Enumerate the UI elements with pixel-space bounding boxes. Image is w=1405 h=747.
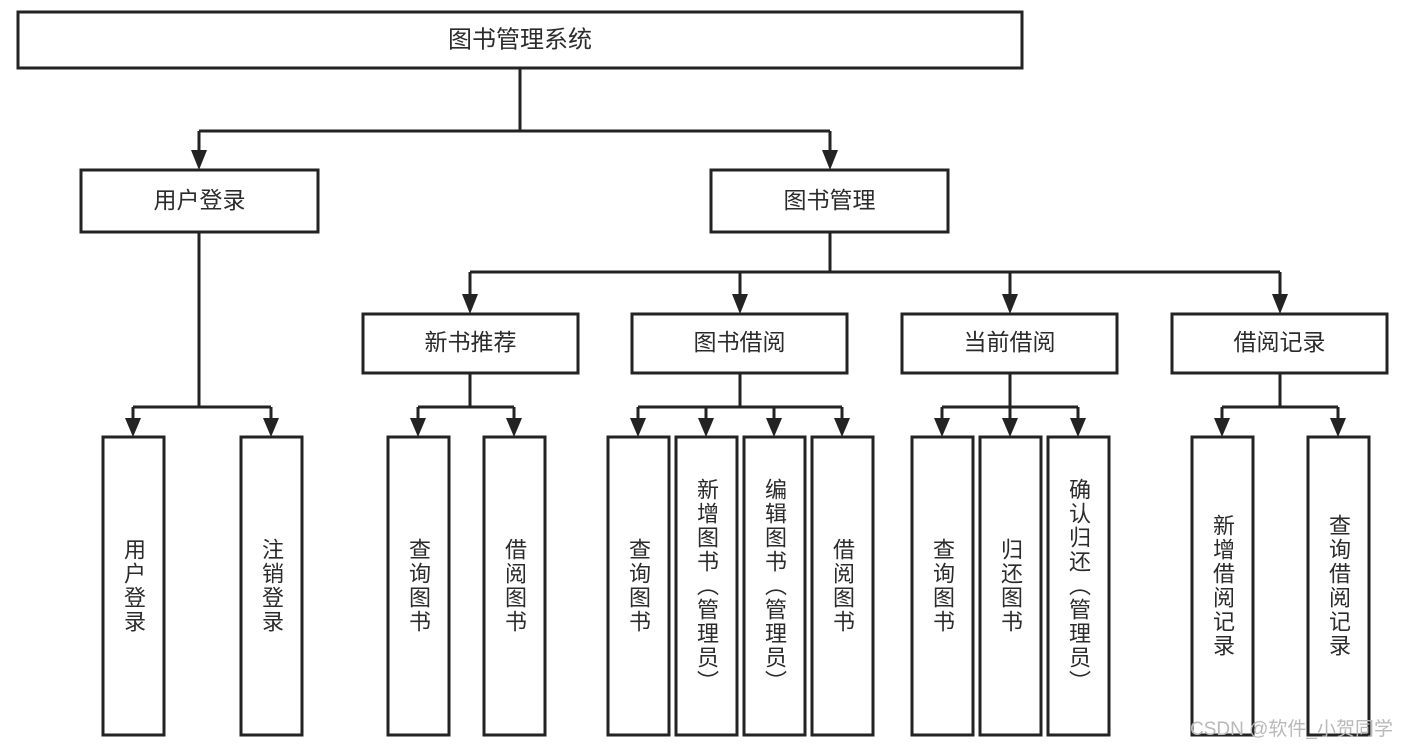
- arrowhead-book-manage: [822, 150, 838, 170]
- arrowhead-user-login-leaf-1: [263, 418, 279, 437]
- leaf-box-current-borrow-0[interactable]: [910, 435, 975, 737]
- arrowhead-current-borrow-leaf-2: [1070, 418, 1086, 437]
- node-user-login-box[interactable]: [79, 168, 320, 234]
- arrowhead-borrow-record-leaf-0: [1214, 418, 1230, 437]
- node-book-manage-label: 图书管理: [784, 187, 876, 213]
- arrowhead-current-borrow: [1002, 294, 1018, 314]
- node-root-label: 图书管理系统: [448, 26, 592, 53]
- arrowhead-current-borrow-leaf-0: [934, 418, 950, 437]
- leaf-box-book-borrow-0[interactable]: [606, 435, 671, 737]
- arrowhead-current-borrow-leaf-1: [1002, 418, 1018, 437]
- node-book-manage-box[interactable]: [709, 168, 950, 234]
- node-book-borrow-box[interactable]: [630, 312, 849, 375]
- node-borrow-record-box[interactable]: [1170, 312, 1389, 375]
- arrowhead-new-book-leaf-0: [410, 418, 426, 437]
- leaf-box-new-book-1[interactable]: [482, 435, 547, 737]
- leaf-box-current-borrow-2[interactable]: [1046, 435, 1111, 737]
- node-root[interactable]: 图书管理系统: [16, 10, 1024, 70]
- leaf-box-book-borrow-1[interactable]: [674, 435, 739, 737]
- arrowhead-book-borrow-leaf-2: [766, 418, 782, 437]
- leaf-box-borrow-record-0[interactable]: [1190, 435, 1255, 737]
- node-new-book-recommend-label: 新书推荐: [425, 329, 517, 355]
- leaf-box-current-borrow-1[interactable]: [978, 435, 1043, 737]
- arrowhead-book-borrow-leaf-0: [630, 418, 646, 437]
- leaf-box-user-login-1[interactable]: [239, 435, 304, 737]
- leaf-box-book-borrow-3[interactable]: [810, 435, 875, 737]
- arrowhead-borrow-record-leaf-1: [1330, 418, 1346, 437]
- arrowhead-borrow-record: [1272, 294, 1288, 314]
- node-user-login-label: 用户登录: [154, 187, 246, 213]
- node-new-book-recommend-box[interactable]: [361, 312, 580, 375]
- arrowhead-book-borrow: [732, 294, 748, 314]
- arrowhead-book-borrow-leaf-3: [834, 418, 850, 437]
- node-current-borrow[interactable]: 当前借阅: [900, 312, 1119, 375]
- node-new-book-recommend[interactable]: 新书推荐: [361, 312, 580, 375]
- arrowhead-user-login-leaf-0: [125, 418, 141, 437]
- leaf-box-new-book-0[interactable]: [386, 435, 451, 737]
- node-book-borrow-label: 图书借阅: [694, 329, 786, 355]
- arrowhead-new-book-leaf-1: [506, 418, 522, 437]
- node-user-login[interactable]: 用户登录: [79, 168, 320, 234]
- node-current-borrow-label: 当前借阅: [964, 329, 1056, 355]
- arrowhead-user-login: [191, 150, 207, 170]
- arrowhead-new-book: [462, 294, 478, 314]
- node-book-borrow[interactable]: 图书借阅: [630, 312, 849, 375]
- node-borrow-record[interactable]: 借阅记录: [1170, 312, 1389, 375]
- node-borrow-record-label: 借阅记录: [1234, 329, 1326, 355]
- node-root-box[interactable]: [16, 10, 1024, 70]
- leaf-box-user-login-0[interactable]: [101, 435, 166, 737]
- leaf-box-borrow-record-1[interactable]: [1306, 435, 1371, 737]
- leaf-box-book-borrow-2[interactable]: [742, 435, 807, 737]
- edges-group: [125, 68, 1346, 437]
- node-book-manage[interactable]: 图书管理: [709, 168, 950, 234]
- node-current-borrow-box[interactable]: [900, 312, 1119, 375]
- arrowhead-book-borrow-leaf-1: [698, 418, 714, 437]
